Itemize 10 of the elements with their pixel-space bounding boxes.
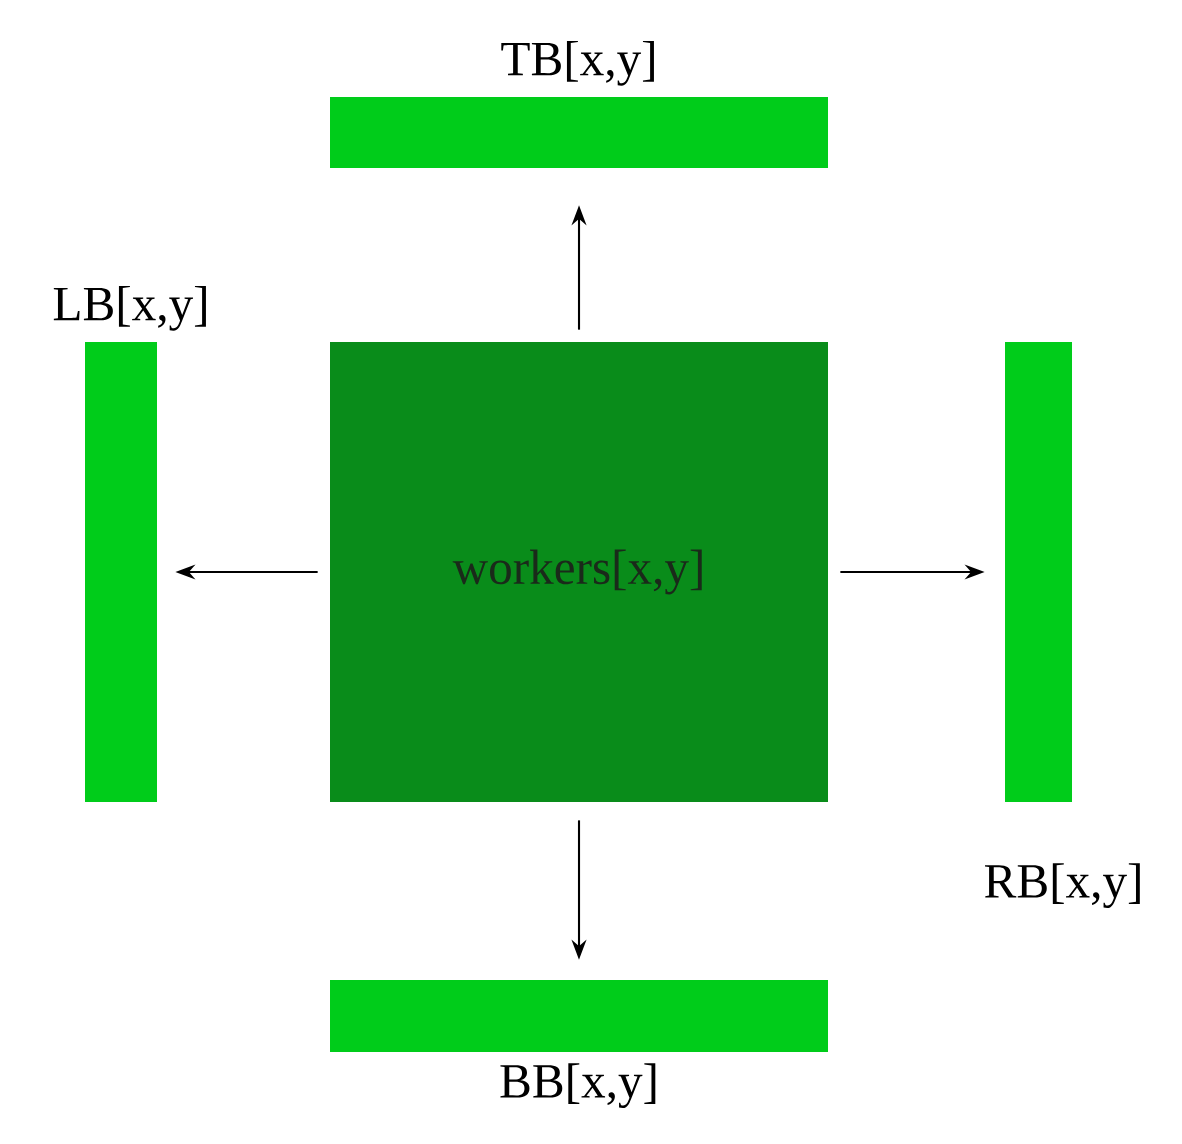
node-label: workers[x,y] <box>452 549 702 595</box>
bar <box>53 286 206 802</box>
bar-label: BB[x,y] <box>500 1063 656 1108</box>
bar <box>330 41 828 168</box>
bar <box>330 980 828 1108</box>
bar-label: TB[x,y] <box>501 41 654 86</box>
bar-label: LB[x,y] <box>53 286 206 331</box>
bar <box>984 342 1140 908</box>
bar-label: RB[x,y] <box>984 863 1140 908</box>
square-block <box>330 342 828 802</box>
